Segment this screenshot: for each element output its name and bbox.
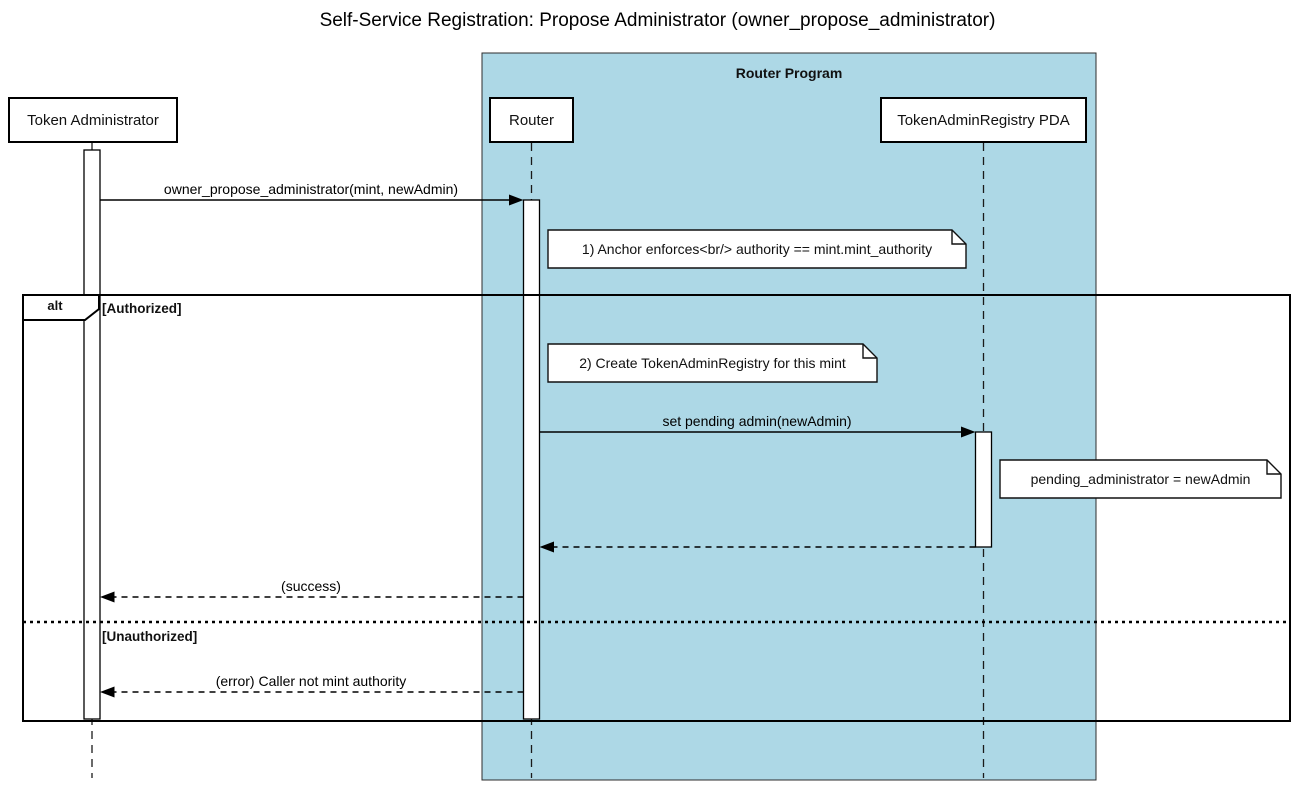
note-anchor-enforces-label: 1) Anchor enforces<br/> authority == min…	[581, 241, 933, 257]
router-program-container	[481, 52, 1097, 781]
alt-frame	[22, 294, 1291, 722]
note-create-registry-label: 2) Create TokenAdminRegistry for this mi…	[579, 355, 846, 371]
router-program-label: Router Program	[735, 65, 843, 81]
activation-token-admin-registry-pda	[974, 431, 993, 548]
note-create-registry	[547, 343, 878, 383]
activation-router	[522, 199, 541, 720]
participant-router: Router	[489, 97, 574, 143]
note-pending-administrator	[999, 459, 1282, 499]
alt-operator-label: alt	[47, 298, 63, 313]
message-success-label: (success)	[281, 578, 341, 594]
arrow-error-return	[100, 686, 524, 698]
participant-router-label: Router	[508, 111, 555, 129]
alt-operator-box	[22, 294, 100, 321]
alt-guard-unauthorized: [Unauthorized]	[102, 629, 198, 644]
arrow-success-return	[100, 591, 524, 603]
diagram-title: Self-Service Registration: Propose Admin…	[319, 10, 996, 31]
message-error-label: (error) Caller not mint authority	[215, 673, 407, 689]
participant-token-admin-registry-pda: TokenAdminRegistry PDA	[880, 97, 1087, 143]
message-owner-propose-administrator-label: owner_propose_administrator(mint, newAdm…	[163, 181, 459, 197]
note-pending-administrator-label: pending_administrator = newAdmin	[1030, 471, 1251, 487]
arrow-return-to-router	[539, 541, 976, 553]
participant-token-administrator: Token Administrator	[8, 97, 178, 143]
message-set-pending-admin-label: set pending admin(newAdmin)	[662, 413, 852, 429]
arrow-set-pending-admin	[539, 426, 976, 438]
arrow-owner-propose-administrator	[100, 194, 524, 206]
participant-token-admin-registry-pda-label: TokenAdminRegistry PDA	[897, 111, 1070, 129]
note-anchor-enforces	[547, 229, 967, 269]
activation-token-administrator	[83, 149, 101, 720]
participant-token-administrator-label: Token Administrator	[27, 111, 159, 129]
alt-guard-authorized: [Authorized]	[102, 301, 182, 316]
